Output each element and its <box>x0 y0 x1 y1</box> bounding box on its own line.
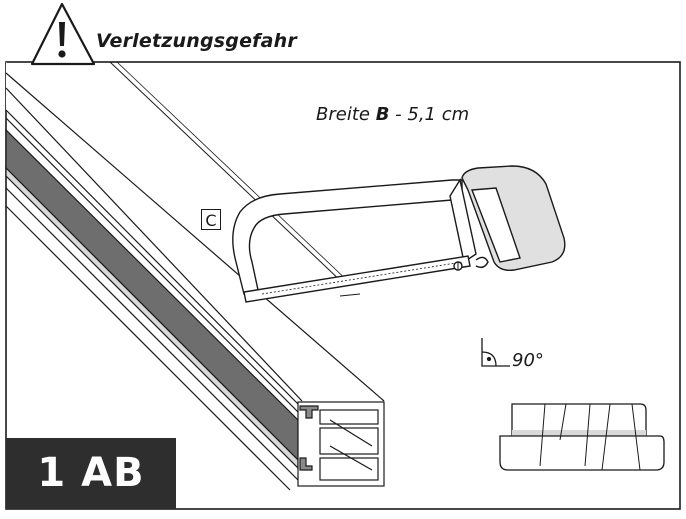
marker-c-label: C <box>201 209 221 230</box>
miter-box-icon <box>499 403 665 471</box>
width-measure-label: Breite B - 5,1 cm <box>316 104 469 125</box>
warning-label: Verletzungsgefahr <box>96 30 297 52</box>
hacksaw-icon <box>232 165 566 303</box>
marking-line <box>109 61 346 286</box>
step-number-badge: 1 AB <box>6 438 176 509</box>
frame-border <box>5 61 681 510</box>
angle-label: 90° <box>512 350 544 371</box>
rail-profile <box>5 62 385 491</box>
width-suffix: - 5,1 cm <box>389 104 470 125</box>
width-prefix: Breite <box>316 104 376 125</box>
right-angle-icon <box>481 338 510 367</box>
width-variable: B <box>375 104 390 125</box>
warning-icon <box>30 2 96 66</box>
